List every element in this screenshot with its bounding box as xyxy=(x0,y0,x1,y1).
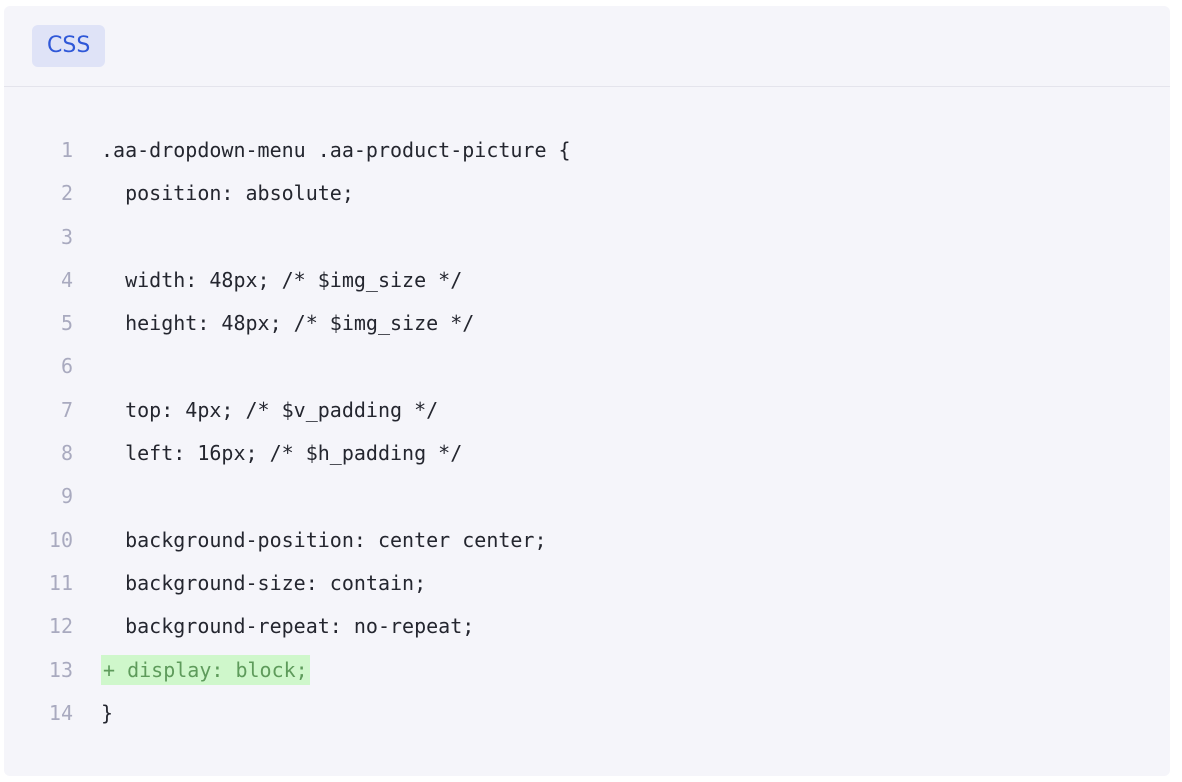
code-body: 1 .aa-dropdown-menu .aa-product-picture {… xyxy=(4,135,1170,741)
line-number: 2 xyxy=(60,181,73,206)
line-number: 3 xyxy=(60,224,73,249)
line-number: 6 xyxy=(60,354,73,379)
code-line: 6 xyxy=(4,351,1170,394)
code-line: 3 xyxy=(4,222,1170,265)
line-number: 11 xyxy=(48,570,73,595)
line-number: 12 xyxy=(48,614,73,639)
code-line: 10 background-position: center center; xyxy=(4,525,1170,568)
line-number: 13 xyxy=(48,657,73,682)
code-line: 12 background-repeat: no-repeat; xyxy=(4,611,1170,654)
code-text: top: 4px; /* $v_padding */ xyxy=(101,397,439,422)
code-line: 1 .aa-dropdown-menu .aa-product-picture { xyxy=(4,135,1170,178)
code-header: CSS xyxy=(4,6,1170,87)
code-text: position: absolute; xyxy=(101,181,354,206)
code-text: width: 48px; /* $img_size */ xyxy=(101,267,463,292)
code-text: .aa-dropdown-menu .aa-product-picture { xyxy=(101,138,571,162)
line-number: 4 xyxy=(60,267,73,292)
line-number: 14 xyxy=(48,700,73,725)
code-line: 13 + display: block; xyxy=(4,654,1170,698)
code-line: 8 left: 16px; /* $h_padding */ xyxy=(4,438,1170,481)
code-line: 2 position: absolute; xyxy=(4,178,1170,221)
code-text: left: 16px; /* $h_padding */ xyxy=(101,441,463,466)
code-text: background-repeat: no-repeat; xyxy=(101,614,475,639)
code-line: 5 height: 48px; /* $img_size */ xyxy=(4,308,1170,351)
line-number: 8 xyxy=(60,441,73,466)
code-text: } xyxy=(101,700,114,725)
language-tab[interactable]: CSS xyxy=(32,25,106,67)
code-text: background-position: center center; xyxy=(101,527,547,552)
code-line: 9 xyxy=(4,481,1170,524)
line-number: 7 xyxy=(60,397,73,422)
line-number: 10 xyxy=(48,527,73,552)
code-text: background-size: contain; xyxy=(101,570,427,595)
code-block: CSS 1 .aa-dropdown-menu .aa-product-pictu… xyxy=(4,6,1170,776)
code-text: height: 48px; /* $img_size */ xyxy=(101,311,475,336)
code-line: 7 top: 4px; /* $v_padding */ xyxy=(4,395,1170,438)
code-line: 14} xyxy=(4,698,1170,741)
line-number: 5 xyxy=(60,311,73,336)
line-number: 9 xyxy=(60,484,73,509)
line-number: 1 xyxy=(60,138,73,162)
code-line: 4 width: 48px; /* $img_size */ xyxy=(4,265,1170,308)
added-code-text: + display: block; xyxy=(101,654,310,685)
code-line: 11 background-size: contain; xyxy=(4,568,1170,611)
